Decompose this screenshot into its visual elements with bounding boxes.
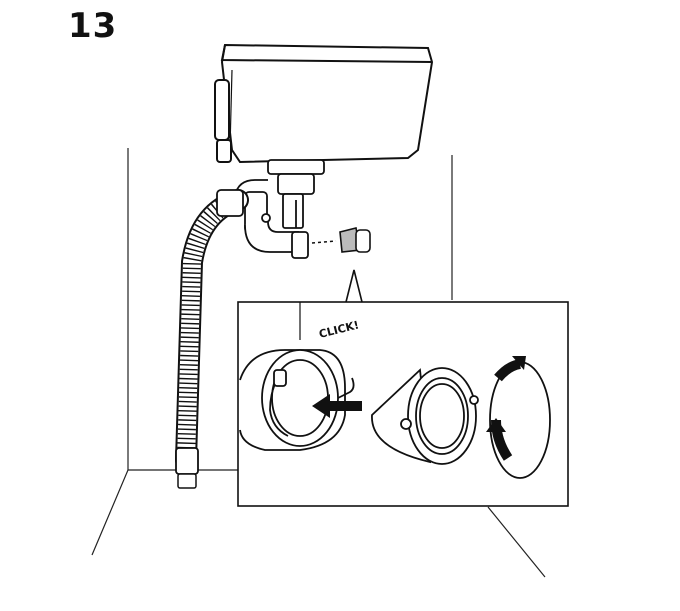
insert-arrow-icon — [312, 394, 362, 418]
drain-hose — [175, 189, 249, 489]
pipe-outlet — [239, 349, 355, 451]
sink-basin — [214, 43, 434, 164]
cone-strainer — [371, 367, 479, 465]
callout-pointer — [345, 269, 363, 303]
rotate-arrow-icon — [486, 356, 551, 479]
drain-assembly — [231, 159, 325, 259]
strainer-small — [311, 227, 371, 253]
step-number: 13 — [68, 6, 118, 46]
detail-box: CLICK! — [237, 301, 569, 507]
